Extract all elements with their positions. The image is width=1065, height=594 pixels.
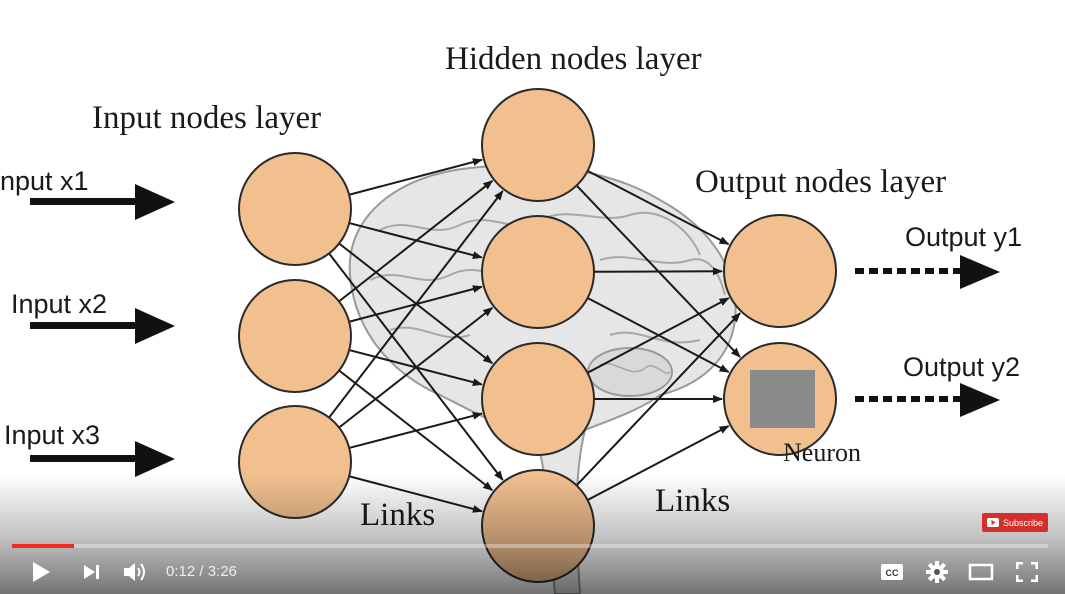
hidden-node-1 — [481, 88, 595, 202]
next-icon — [84, 565, 99, 579]
play-button[interactable] — [26, 552, 56, 592]
input-node-3 — [238, 405, 352, 519]
output-node-1 — [723, 214, 837, 328]
output-y2-label: Output y2 — [903, 352, 1020, 382]
fullscreen-icon — [1016, 562, 1038, 582]
subscribe-button[interactable]: Subscribe — [982, 513, 1048, 532]
link-hidden4-output1 — [575, 312, 741, 487]
links-label-right: Links — [655, 483, 730, 519]
volume-button[interactable] — [120, 552, 152, 592]
links-label-left: Links — [360, 497, 435, 533]
captions-button[interactable]: CC — [877, 552, 907, 592]
svg-text:CC: CC — [886, 568, 899, 578]
subscribe-label: Subscribe — [1003, 517, 1044, 528]
volume-icon — [124, 563, 145, 581]
captions-icon: CC — [881, 564, 903, 580]
play-icon — [33, 562, 50, 582]
input-x3-label: Input x3 — [4, 420, 100, 450]
hidden-node-2 — [481, 215, 595, 329]
youtube-logo-icon — [987, 518, 999, 527]
hidden-layer-title: Hidden nodes layer — [445, 41, 702, 77]
output-layer-title: Output nodes layer — [695, 164, 946, 200]
next-button[interactable] — [78, 552, 106, 592]
time-display: 0:12 / 3:26 — [166, 563, 237, 580]
settings-icon — [926, 561, 948, 583]
hidden-node-3 — [481, 342, 595, 456]
link-input2-hidden1 — [338, 180, 494, 303]
theater-mode-button[interactable] — [966, 552, 996, 592]
link-hidden2-output1 — [593, 267, 724, 276]
input-arrows — [30, 184, 175, 477]
input-x2-label: Input x2 — [11, 289, 107, 319]
fullscreen-button[interactable] — [1012, 552, 1042, 592]
input-x1-label: nput x1 — [0, 166, 89, 196]
progress-bar[interactable] — [12, 544, 1048, 548]
input-layer-title: Input nodes layer — [92, 100, 321, 136]
link-input3-hidden3 — [348, 411, 483, 449]
link-input3-hidden2 — [338, 306, 494, 429]
link-input3-hidden1 — [328, 190, 504, 419]
neuron-square — [750, 370, 815, 428]
progress-played — [12, 544, 75, 548]
link-input1-hidden1 — [348, 158, 483, 196]
settings-button[interactable] — [922, 552, 952, 592]
neuron-label: Neuron — [783, 438, 861, 467]
output-arrows — [855, 255, 1000, 417]
input-node-2 — [238, 279, 352, 393]
input-node-1 — [238, 152, 352, 266]
output-y1-label: Output y1 — [905, 222, 1022, 252]
link-hidden1-output1 — [587, 169, 730, 246]
player-controls: 0:12 / 3:26 CC — [0, 552, 1065, 592]
link-hidden3-output1 — [587, 297, 730, 374]
theater-icon — [968, 563, 994, 581]
